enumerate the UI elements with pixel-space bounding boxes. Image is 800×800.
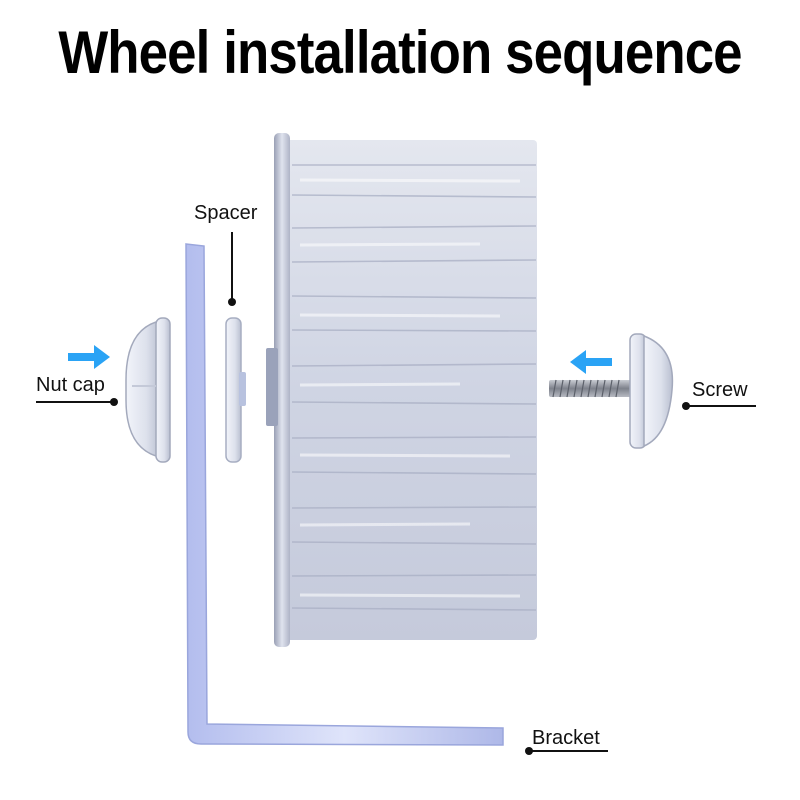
arrow-right-icon (68, 345, 110, 369)
nut-cap-label: Nut cap (36, 374, 105, 396)
wheel-highlights (299, 178, 521, 598)
wheel-rim (274, 133, 290, 647)
screw-leader (682, 402, 756, 410)
spacer-leader (228, 232, 236, 306)
wheel-hub (266, 348, 278, 426)
bracket-label: Bracket (532, 727, 600, 749)
arrow-left-icon (570, 350, 612, 374)
bracket-leader (525, 747, 608, 755)
screw-label: Screw (692, 379, 748, 401)
spacer (225, 317, 246, 463)
wheel (266, 133, 537, 647)
nut-cap-leader (36, 398, 118, 406)
nut-cap (125, 317, 171, 463)
wheel-ridges (291, 164, 537, 611)
diagram-title: Wheel installation sequence (58, 19, 742, 86)
wheel-drum (285, 140, 537, 640)
screw (549, 333, 674, 449)
spacer-label: Spacer (194, 202, 258, 224)
l-bracket (185, 243, 504, 746)
